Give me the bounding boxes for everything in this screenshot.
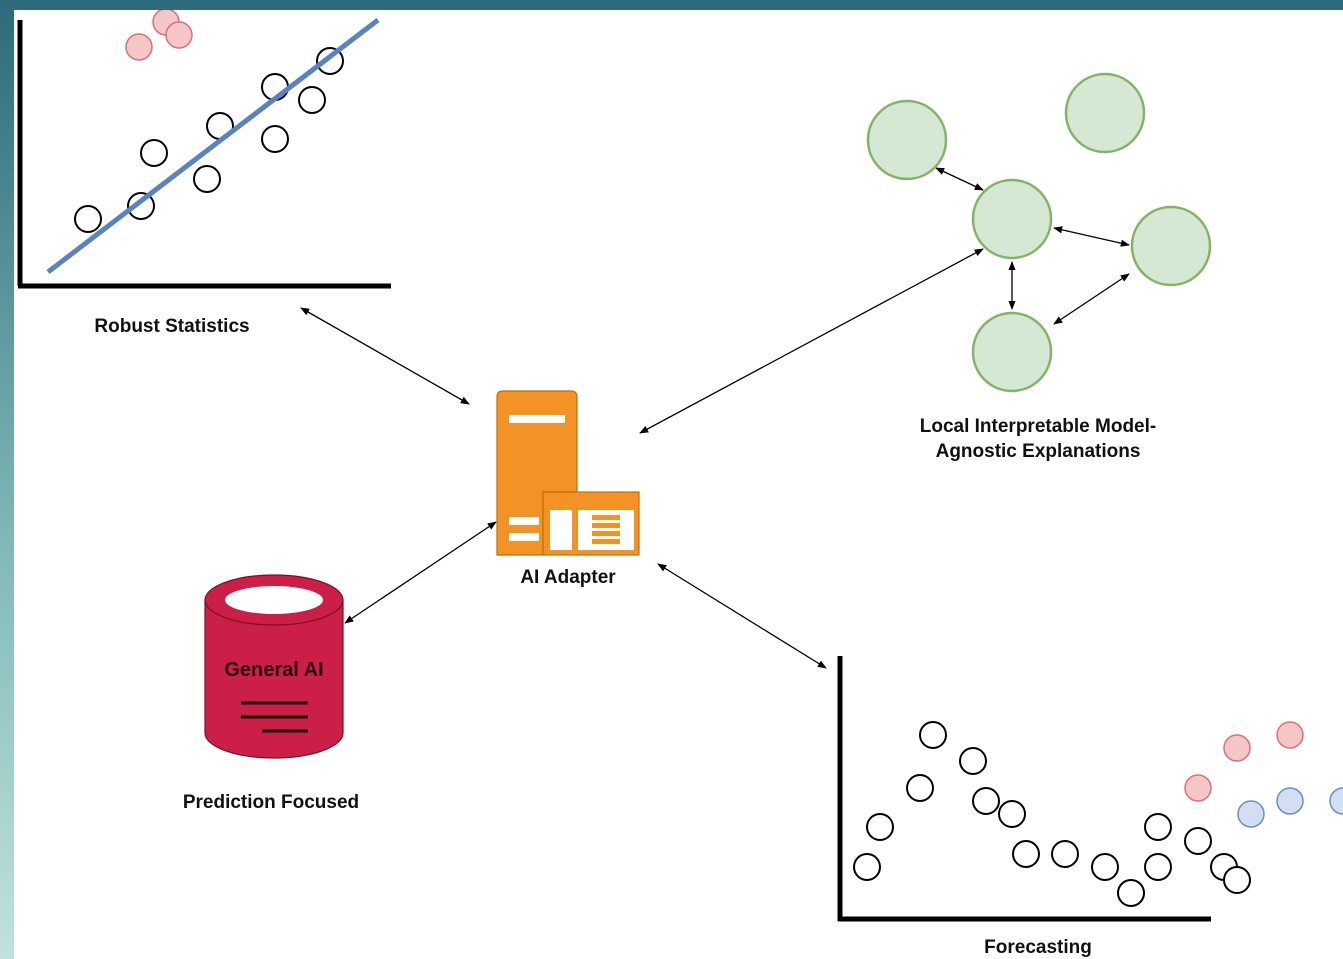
forecast-point [1184,774,1212,802]
connector-adapter-forecasting [657,563,827,669]
forecast-point [1276,787,1304,815]
robust-statistics-plot [17,10,391,289]
data-point [998,800,1026,828]
history-points [853,721,1251,907]
network-node [1130,205,1212,287]
outlier-point [125,33,153,61]
diagram-canvas: Robust Statistics Local Interpretable Mo… [14,10,1343,959]
connector-database-adapter [344,521,497,624]
forecast-point [1223,734,1251,762]
general-ai-label: General AI [224,659,323,681]
data-point [74,205,102,233]
forecast-point [1237,800,1265,828]
forecast-point [1329,787,1343,815]
robust-statistics-label: Robust Statistics [94,316,249,337]
data-point [1012,840,1040,868]
ai-adapter-label: AI Adapter [520,567,616,588]
server-icon [496,390,640,556]
forecast-lower-points [1237,787,1343,828]
data-point [959,747,987,775]
data-point [972,787,1000,815]
outlier-points [125,10,193,61]
data-point [127,192,155,220]
network-node [866,99,948,181]
database-icon [204,574,344,759]
forecasting-plot [837,656,1343,922]
data-point [1144,853,1172,881]
network-edge [1053,226,1130,247]
network-edge [1053,273,1130,325]
network-edge [935,167,984,191]
diagram-svg: Robust Statistics Local Interpretable Mo… [17,10,1343,958]
lime-label-line1: Local Interpretable Model- [920,416,1156,437]
prediction-focused-label: Prediction Focused [183,792,359,813]
connector-adapter-lime [639,248,984,434]
connector-robust-adapter [300,307,470,405]
lime-network [866,72,1212,393]
regression-line [46,18,380,274]
forecast-point [1276,721,1304,749]
data-point [1051,840,1079,868]
data-point [906,774,934,802]
connectors [300,167,1130,669]
data-point [261,125,289,153]
network-node [971,311,1053,393]
data-point [866,813,894,841]
network-node [1064,72,1146,154]
data-point [1144,813,1172,841]
data-point [919,721,947,749]
network-node [971,178,1053,260]
data-point [1091,853,1119,881]
forecasting-label: Forecasting [984,937,1092,958]
data-point [298,86,326,114]
data-point [1223,866,1251,894]
forecast-upper-points [1184,721,1304,802]
data-point [1184,827,1212,855]
lime-label-line2: Agnostic Explanations [936,441,1141,462]
data-point [193,165,221,193]
outlier-point [165,21,193,49]
data-point [1117,879,1145,907]
data-point [853,853,881,881]
data-point [140,139,168,167]
